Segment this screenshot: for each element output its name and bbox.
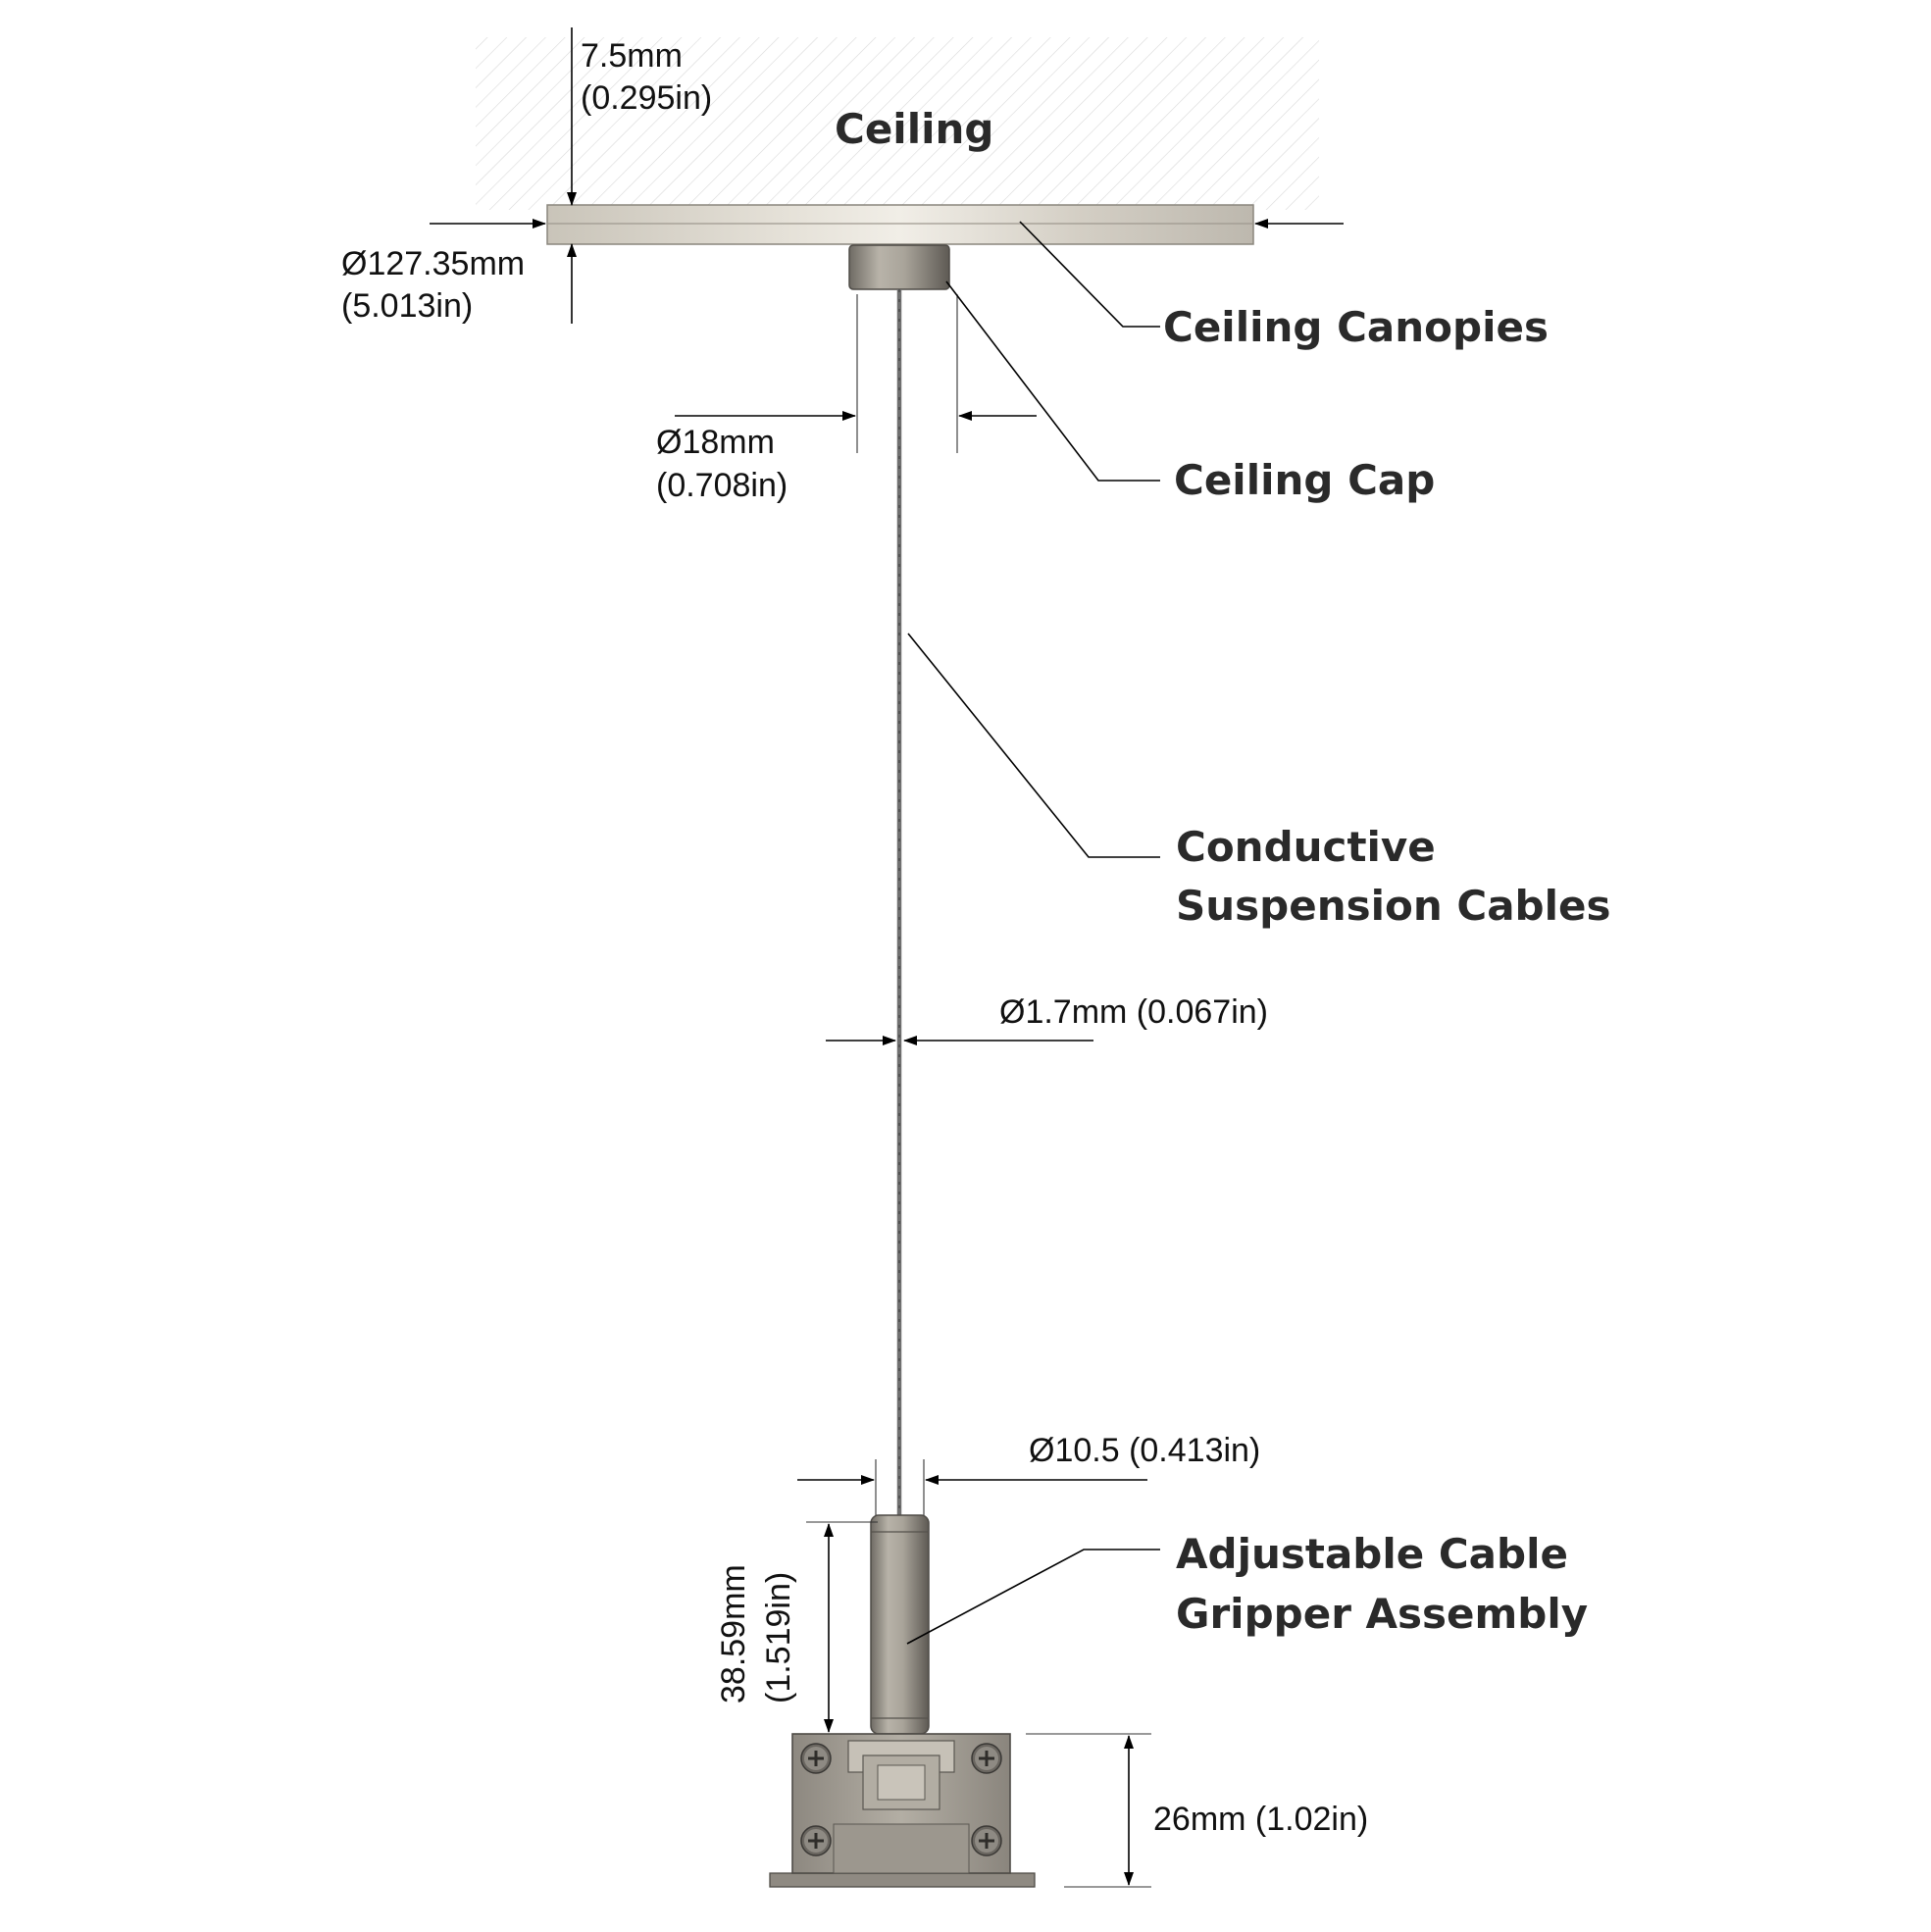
ceiling-area: [476, 37, 1319, 210]
ceiling-label: Ceiling: [835, 105, 993, 153]
leader-cap: [945, 280, 1160, 482]
screw-head-icon: [799, 1824, 833, 1857]
canopy-thickness-in: (0.295in): [581, 79, 712, 117]
gripper-cylinder: [870, 1514, 930, 1735]
ceiling-cap: [848, 244, 950, 290]
callout-cable-line2: Suspension Cables: [1176, 882, 1610, 930]
leader-canopies: [1019, 221, 1160, 328]
cable-diameter: Ø1.7mm (0.067in): [999, 993, 1268, 1031]
callout-gripper-line2: Gripper Assembly: [1176, 1590, 1588, 1638]
gripper-height-mm: 38.59mm: [715, 1564, 752, 1703]
cap-diameter-in: (0.708in): [656, 467, 788, 504]
leader-gripper: [906, 1549, 1160, 1645]
base-height: 26mm (1.02in): [1153, 1801, 1368, 1838]
ceiling-canopy: [546, 204, 1254, 245]
callout-ceiling-cap: Ceiling Cap: [1174, 456, 1435, 504]
callout-gripper-line1: Adjustable Cable: [1176, 1530, 1568, 1578]
gripper-base-flange: [769, 1872, 1036, 1888]
leader-cable: [907, 633, 1160, 858]
canopy-thickness-mm: 7.5mm: [581, 37, 683, 75]
callout-cable-line1: Conductive: [1176, 823, 1436, 871]
canopy-diameter-mm: Ø127.35mm: [341, 245, 525, 282]
canopy-diameter-in: (5.013in): [341, 287, 473, 325]
callout-ceiling-canopies: Ceiling Canopies: [1163, 303, 1549, 351]
gripper-height-in: (1.519in): [760, 1572, 797, 1703]
screw-head-icon: [970, 1742, 1003, 1775]
cap-diameter-mm: Ø18mm: [656, 424, 775, 461]
screw-head-icon: [970, 1824, 1003, 1857]
gripper-diameter: Ø10.5 (0.413in): [1029, 1432, 1260, 1469]
screw-head-icon: [799, 1742, 833, 1775]
